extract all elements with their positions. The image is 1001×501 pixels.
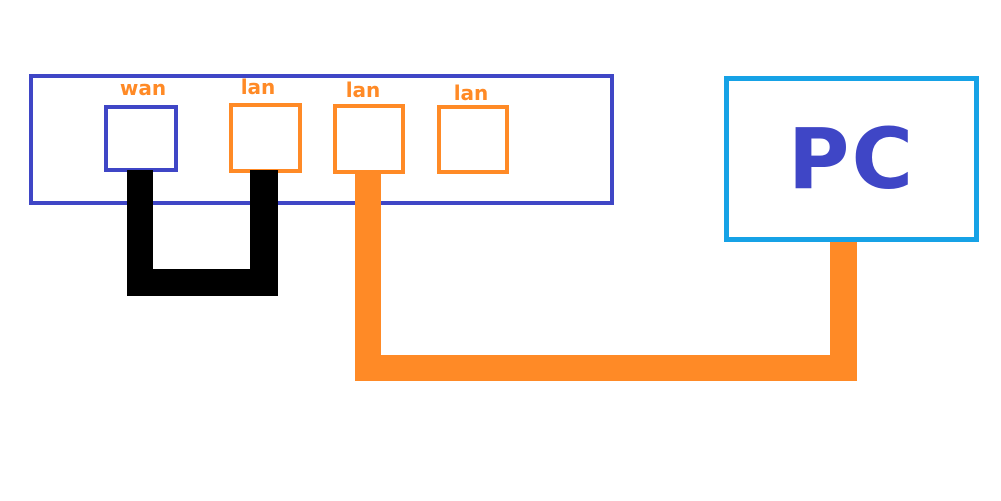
lan-port-1 [229, 103, 302, 173]
lan-port-1-label: lan [240, 75, 276, 99]
pc-cable-right-segment [830, 238, 857, 381]
lan-port-2 [333, 104, 405, 174]
pc-box: PC [724, 76, 979, 242]
lan-port-2-label: lan [345, 78, 381, 102]
pc-cable-bottom-segment [355, 355, 857, 381]
pc-label: PC [787, 110, 916, 208]
wan-port [104, 105, 178, 172]
wan-port-label: wan [119, 76, 167, 100]
lan-port-3-label: lan [453, 81, 489, 105]
loop-cable-bottom-segment [127, 269, 278, 296]
lan-port-3 [437, 105, 509, 174]
pc-cable-left-segment [355, 172, 381, 381]
